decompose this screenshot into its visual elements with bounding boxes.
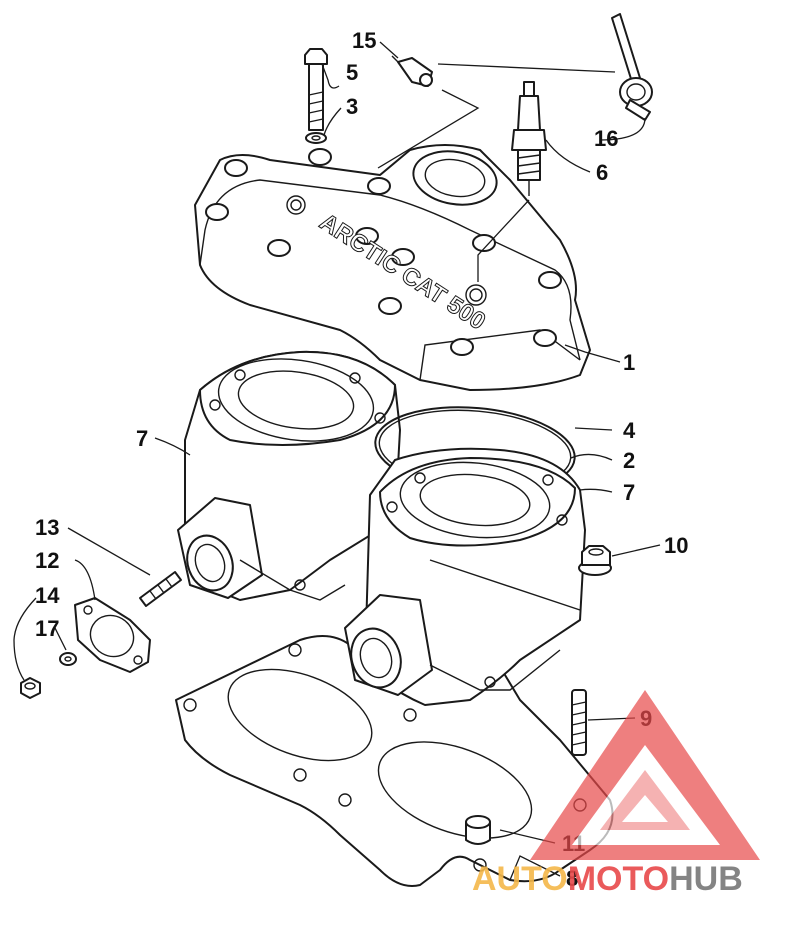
callout-labels: 1 2 3 4 5 6 7 7 8 9 10 11 12 13 14 15 16… xyxy=(35,28,688,891)
callout-16: 16 xyxy=(594,126,618,151)
spark-plug xyxy=(511,81,547,196)
head-bolt xyxy=(304,48,328,131)
cable-tie xyxy=(611,13,653,121)
watermark-auto: AUTO xyxy=(472,860,568,898)
callout-15: 15 xyxy=(352,28,376,53)
callout-6: 6 xyxy=(596,160,608,185)
callout-8: 8 xyxy=(566,866,578,891)
watermark-triangle-logo xyxy=(530,690,760,860)
cylinder-right xyxy=(344,447,586,706)
watermark-text: AUTOMOTOHUB xyxy=(472,860,743,898)
callout-17: 17 xyxy=(35,616,59,641)
callout-7-left: 7 xyxy=(136,426,148,451)
callout-1: 1 xyxy=(623,350,635,375)
cylinder-head: ARCTIC CAT 500 xyxy=(194,144,591,391)
watermark: AUTOMOTOHUB xyxy=(472,690,760,898)
cylinder-stud xyxy=(571,689,587,756)
callout-2: 2 xyxy=(623,448,635,473)
callout-3: 3 xyxy=(346,94,358,119)
sealing-washer xyxy=(305,132,327,144)
exhaust-gasket xyxy=(74,597,151,673)
callout-7-right: 7 xyxy=(623,480,635,505)
flat-washer xyxy=(59,652,77,666)
callout-4: 4 xyxy=(623,418,636,443)
exhaust-stud xyxy=(139,571,182,607)
callout-13: 13 xyxy=(35,515,59,540)
callout-14: 14 xyxy=(35,583,60,608)
temperature-sensor xyxy=(391,55,433,87)
watermark-moto: MOTO xyxy=(568,860,669,898)
lock-nut xyxy=(20,677,41,699)
cylinder-left xyxy=(177,350,401,601)
watermark-hub: HUB xyxy=(669,860,743,898)
callout-10: 10 xyxy=(664,533,688,558)
flange-nut xyxy=(578,545,612,576)
callout-12: 12 xyxy=(35,548,59,573)
callout-5: 5 xyxy=(346,60,358,85)
dowel-pin xyxy=(465,815,491,845)
